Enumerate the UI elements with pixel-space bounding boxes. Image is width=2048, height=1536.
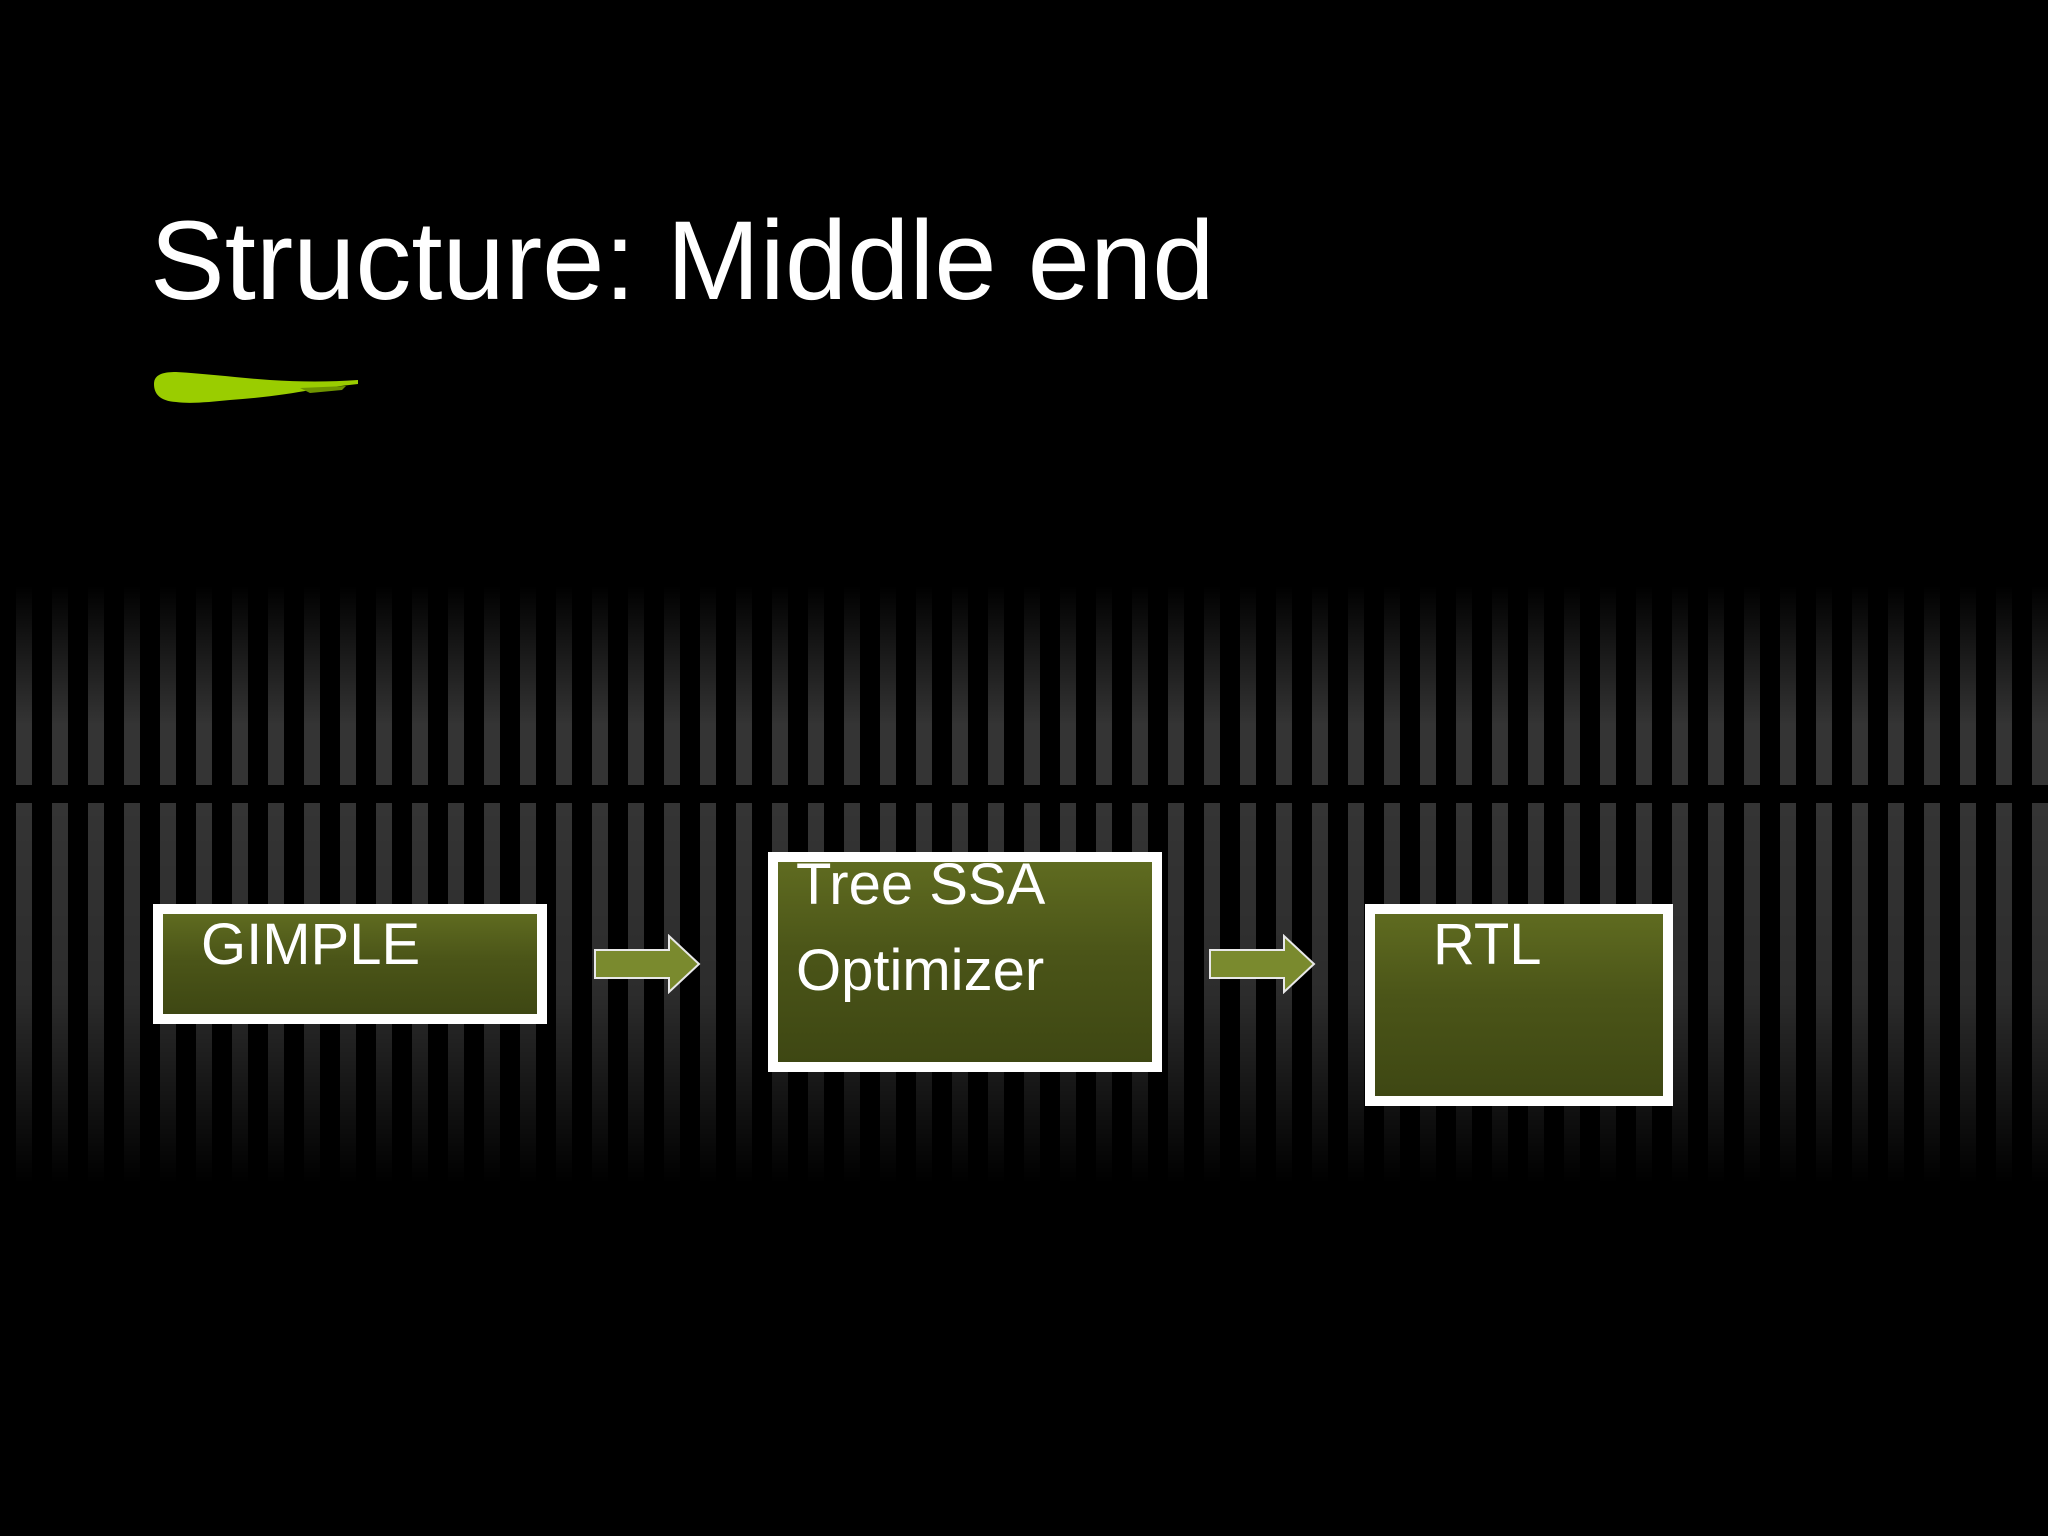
slide-title: Structure: Middle end <box>150 198 1215 323</box>
title-accent-brush-stroke <box>154 372 358 403</box>
node-gimple: GIMPLE <box>153 904 547 1024</box>
node-tree-ssa-optimizer-label: Tree SSA Optimizer <box>796 852 1046 1003</box>
node-rtl: RTL <box>1365 904 1673 1106</box>
node-gimple-label: GIMPLE <box>201 912 421 977</box>
arrow-treessa-to-rtl <box>1209 934 1316 994</box>
node-rtl-label: RTL <box>1433 912 1542 977</box>
background-stripes-upper <box>0 585 2048 785</box>
node-tree-ssa-optimizer: Tree SSA Optimizer <box>768 852 1162 1072</box>
arrow-gimple-to-treessa <box>594 934 701 994</box>
